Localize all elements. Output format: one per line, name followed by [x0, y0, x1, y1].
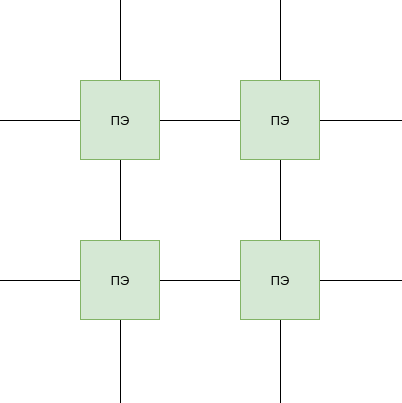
pe-node-label: ПЭ: [270, 272, 290, 288]
pe-node-label: ПЭ: [270, 112, 290, 128]
pe-node-top-right: ПЭ: [240, 80, 320, 160]
pe-node-label: ПЭ: [110, 112, 130, 128]
pe-node-label: ПЭ: [110, 272, 130, 288]
pe-node-bottom-right: ПЭ: [240, 240, 320, 320]
pe-node-top-left: ПЭ: [80, 80, 160, 160]
pe-node-bottom-left: ПЭ: [80, 240, 160, 320]
